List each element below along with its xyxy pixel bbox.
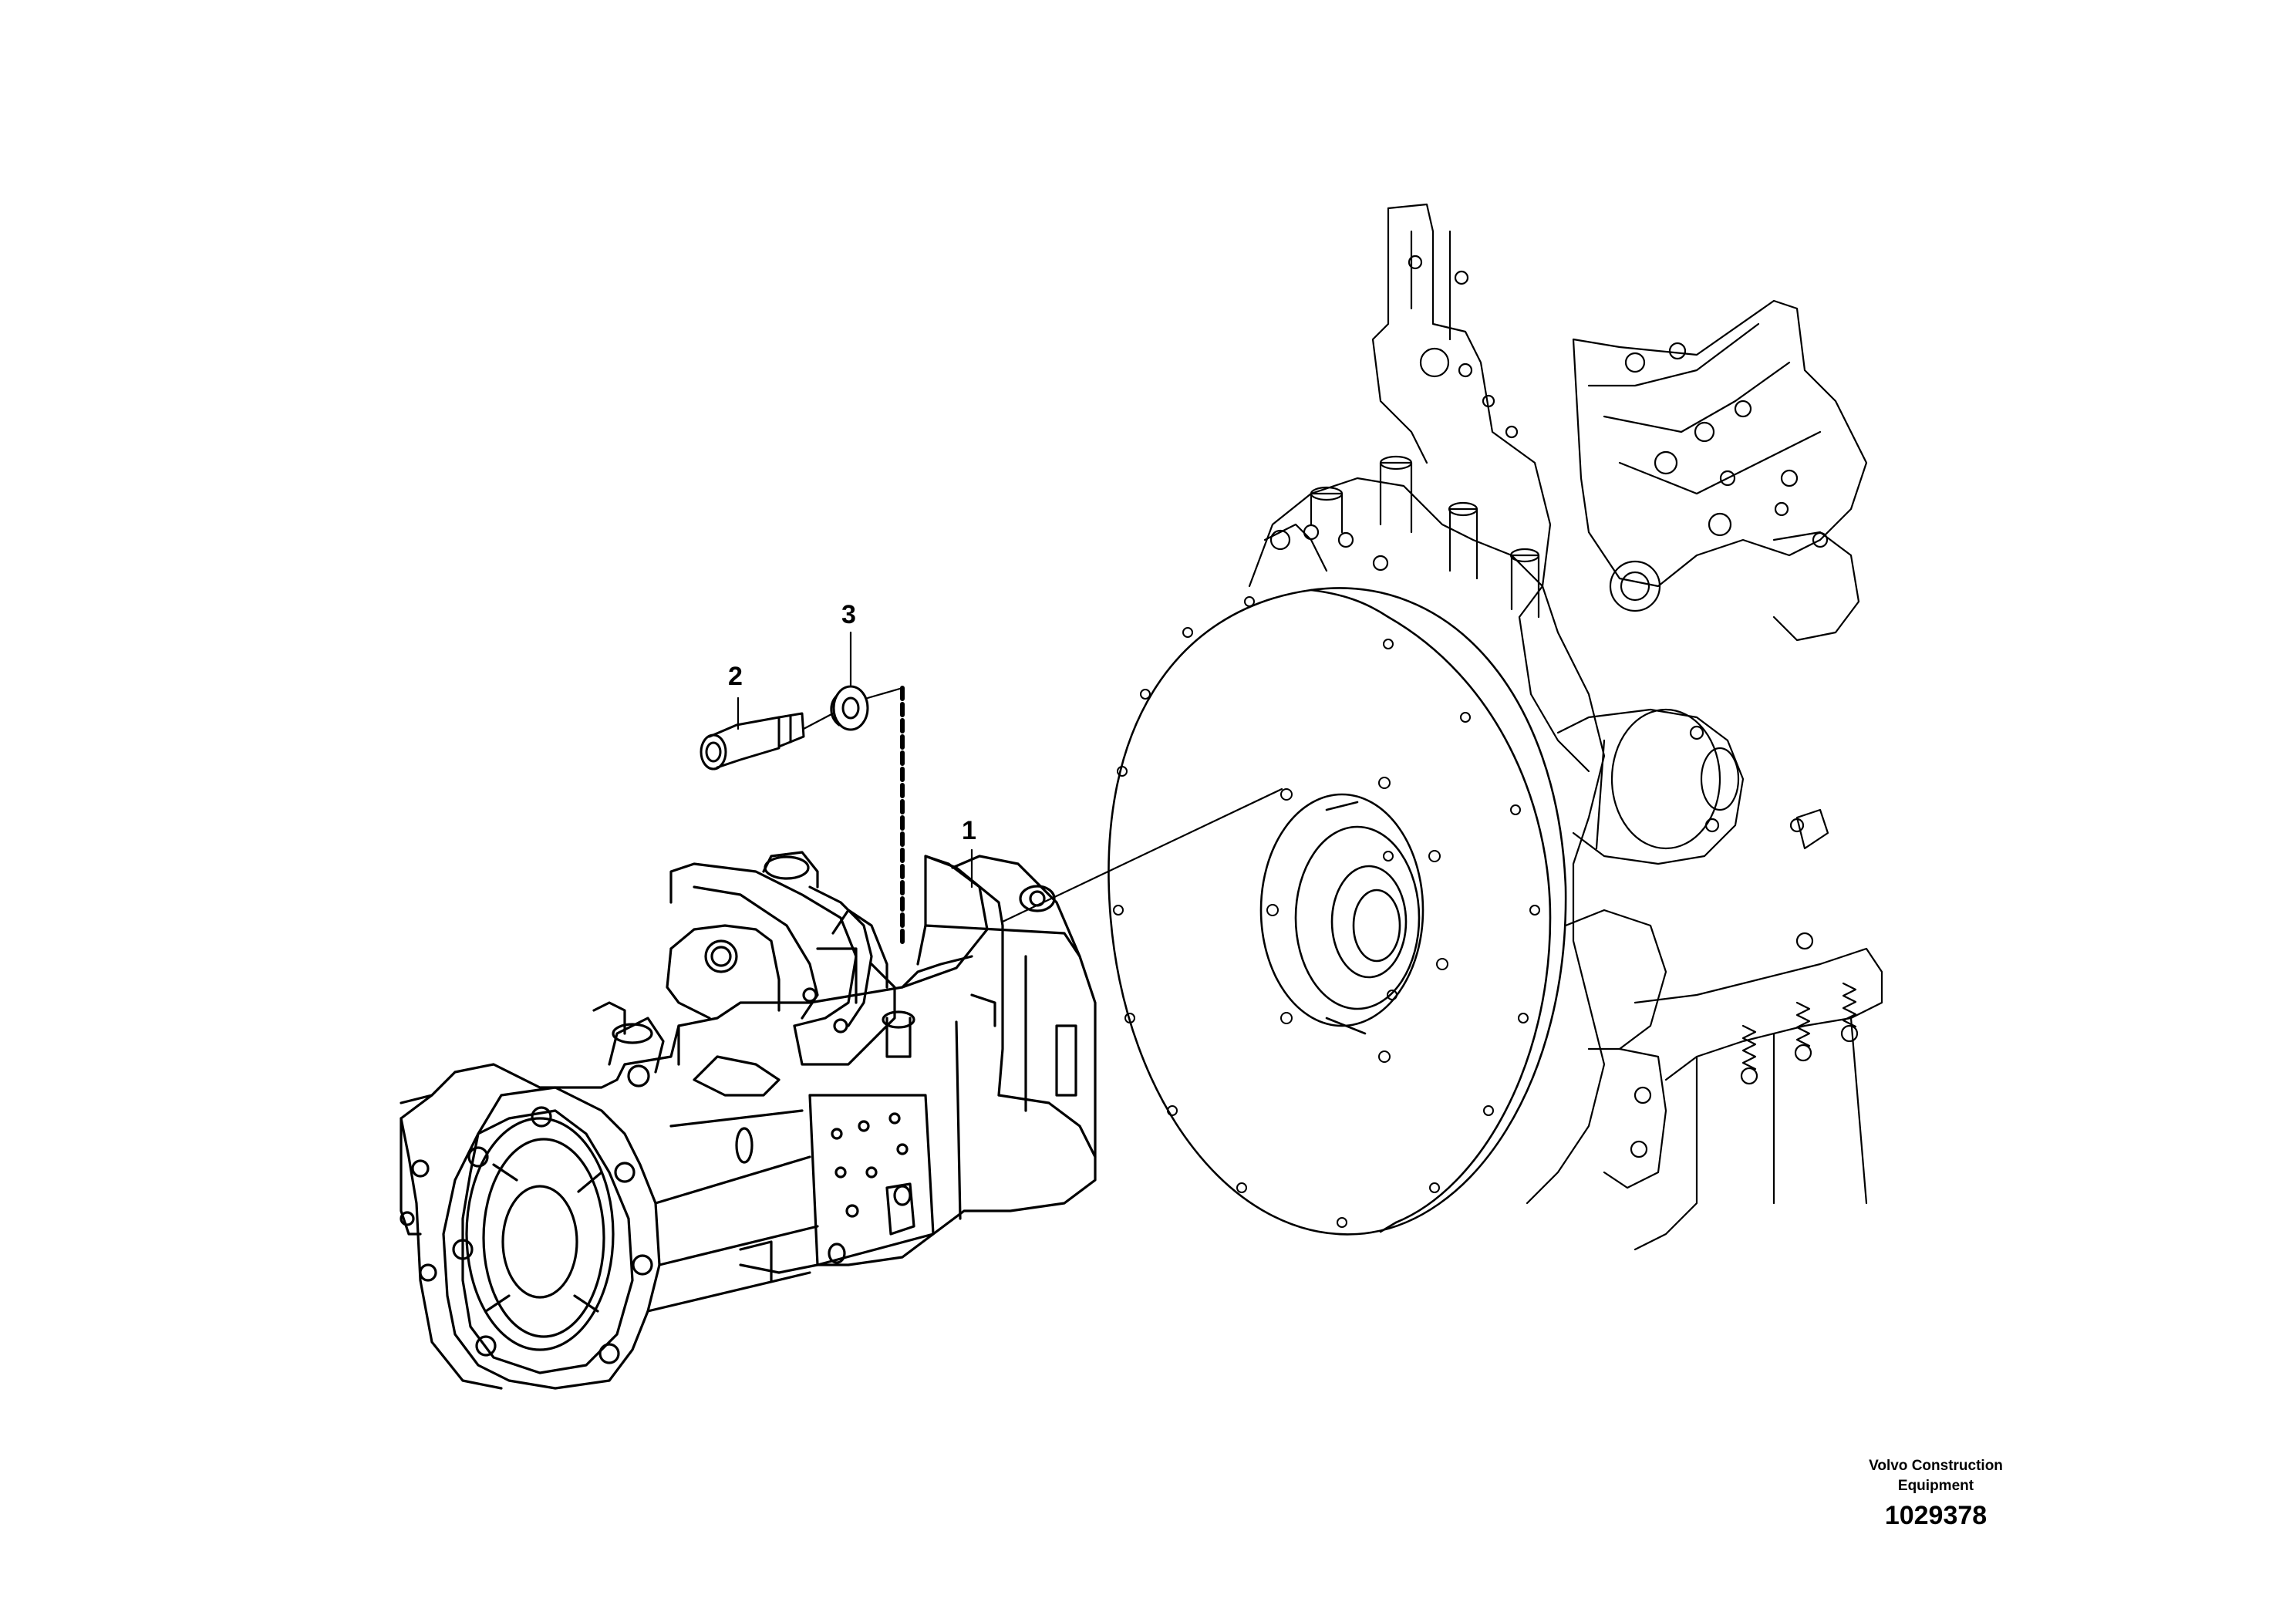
callout-2: 2 bbox=[728, 662, 743, 691]
manufacturer-label: Volvo Construction Equipment bbox=[1836, 1456, 2036, 1496]
screw bbox=[700, 712, 805, 771]
assembly-lines bbox=[737, 631, 1283, 947]
flywheel bbox=[1108, 587, 1567, 1236]
washer bbox=[830, 685, 869, 731]
callout-1: 1 bbox=[962, 816, 976, 845]
manufacturer-line-1: Volvo Construction bbox=[1869, 1458, 2003, 1474]
manufacturer-line-2: Equipment bbox=[1897, 1478, 1974, 1494]
hydraulic-pump bbox=[400, 851, 1097, 1390]
engine-block bbox=[1248, 203, 1883, 1251]
valve-spring bbox=[1740, 982, 1859, 1085]
drawing-number: 1029378 bbox=[1884, 1501, 1988, 1530]
flywheel-bolt-holes bbox=[1113, 596, 1540, 1228]
callout-3: 3 bbox=[841, 600, 856, 629]
